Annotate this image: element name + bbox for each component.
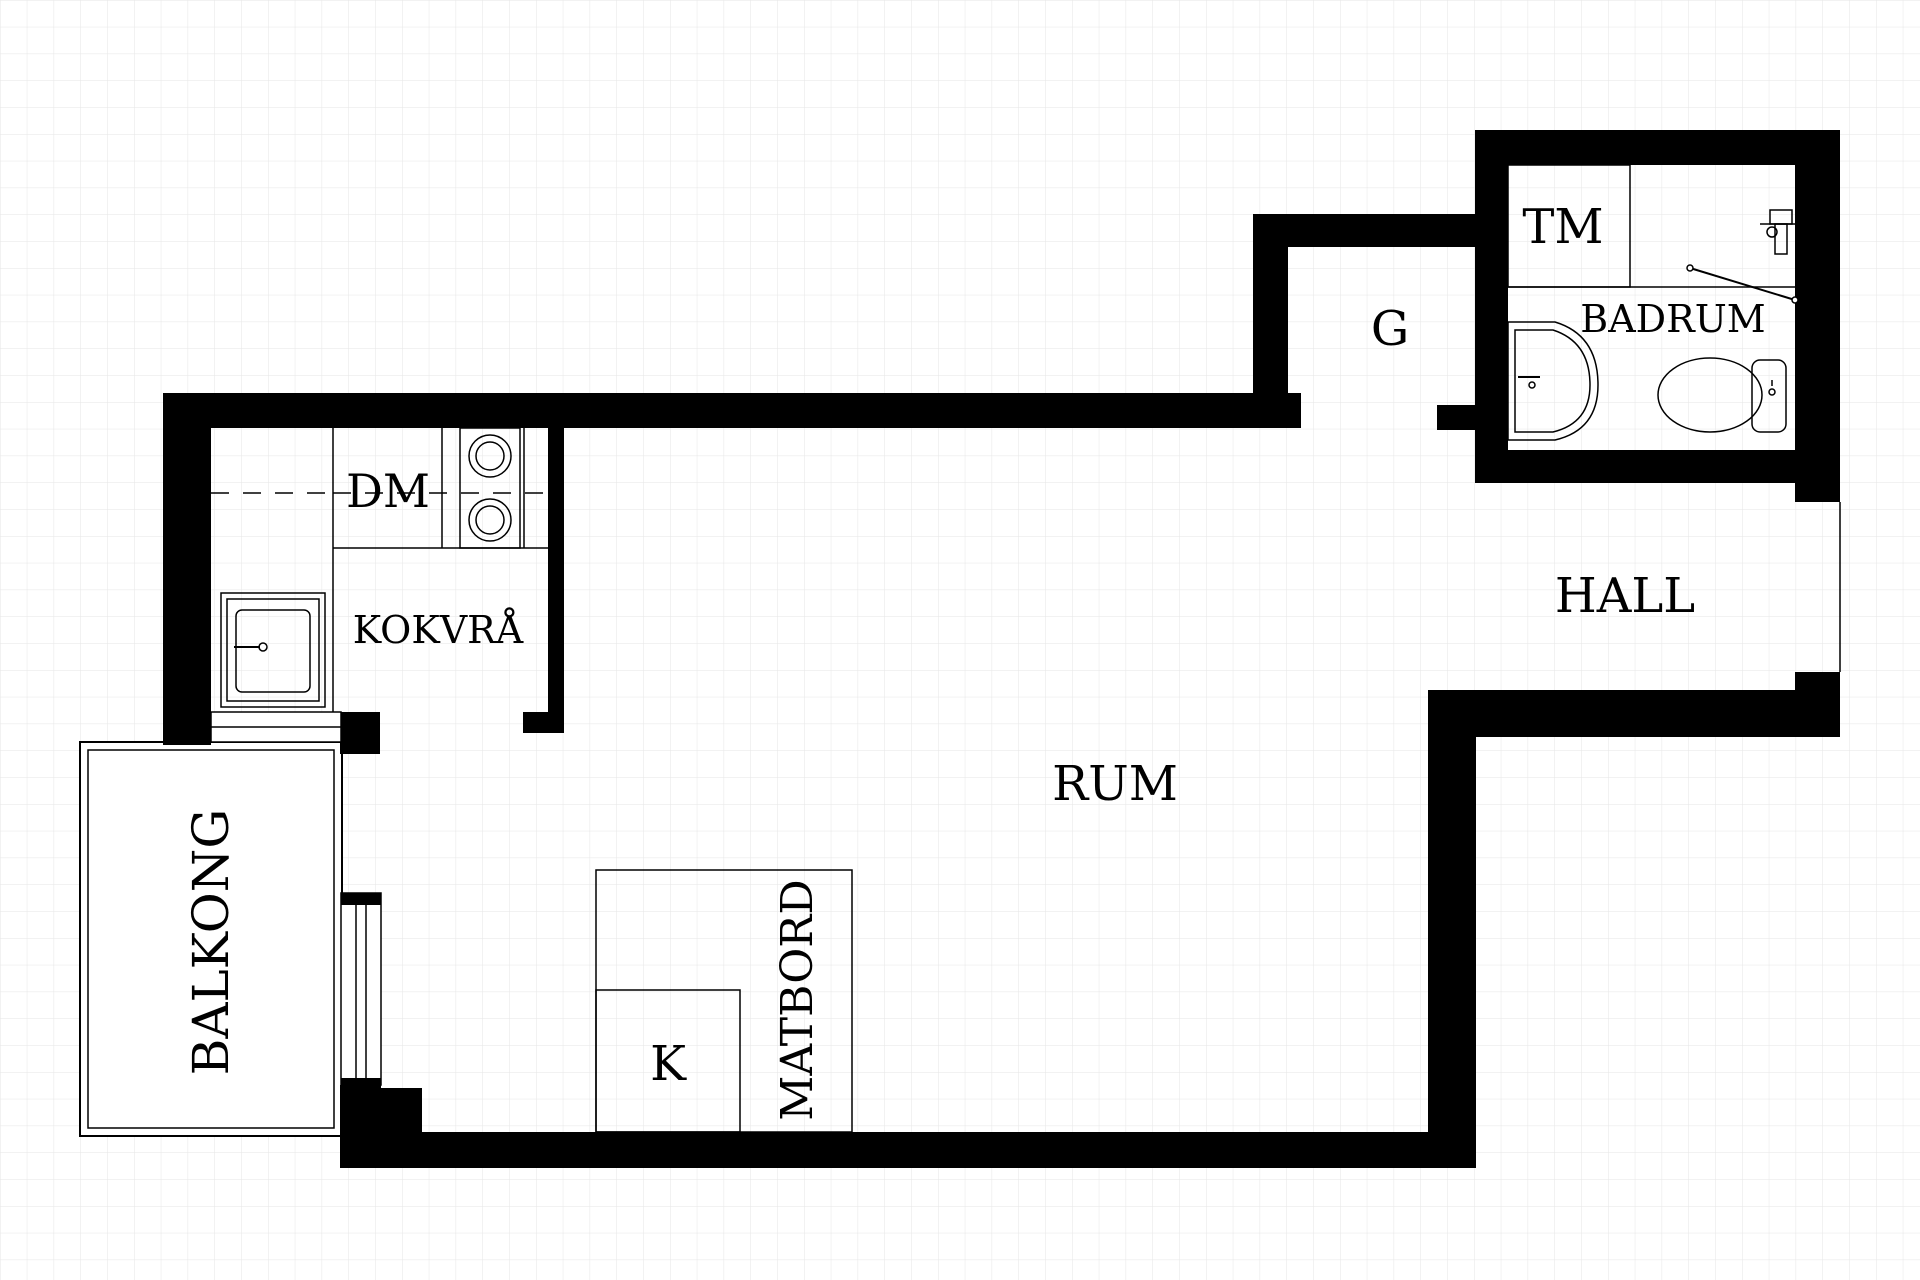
dining-table [595,869,853,1133]
walls [163,130,1840,1168]
room-label-rum: RUM [1052,756,1178,812]
balcony-door [340,892,382,1088]
room-label-dm: DM [346,464,430,518]
shower-icon [1686,209,1799,304]
washbasin-icon [1507,321,1599,441]
kitchen-window [210,711,342,743]
kitchen-sink-icon [220,592,326,708]
room-label-matbord: MATBORD [772,879,823,1120]
room-label-tm: TM [1522,199,1603,255]
bathroom-fixtures [1507,164,1795,288]
toilet-icon [1657,357,1787,433]
room-label-balkong: BALKONG [182,809,240,1076]
room-label-g: G [1371,301,1409,357]
room-label-badrum: BADRUM [1580,297,1765,341]
room-label-kokvra: KOKVRÅ [353,608,524,652]
room-label-k: K [650,1036,687,1092]
balcony [79,741,343,1137]
room-label-hall: HALL [1555,568,1695,624]
stove-icon [459,427,521,549]
